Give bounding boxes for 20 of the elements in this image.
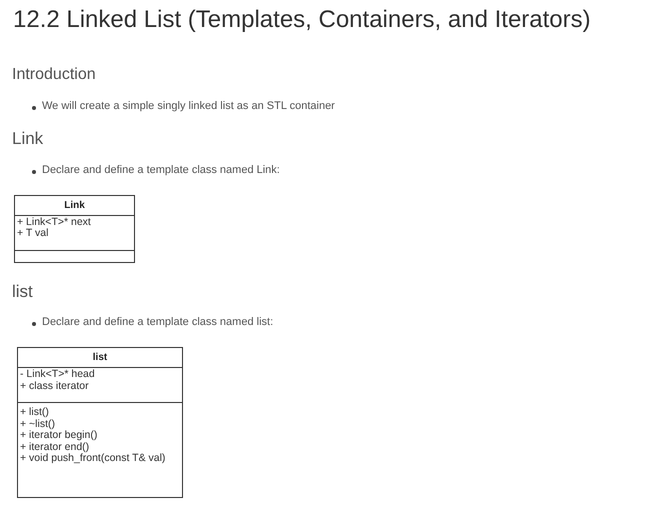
uml-class-box xyxy=(17,347,183,498)
class-member: + iterator begin() xyxy=(20,430,98,442)
class-member: - Link<T>* head xyxy=(20,369,95,380)
section-heading: Link xyxy=(12,129,44,149)
class-member: + class iterator xyxy=(20,380,89,392)
bullet-text: Declare and define a template class named Link: xyxy=(42,164,280,176)
class-member: + ~list() xyxy=(20,418,56,430)
bullet-text: We will create a simple singly linked list as an STL container xyxy=(42,100,335,112)
class-name: list xyxy=(92,352,108,363)
class-member: + list() xyxy=(20,407,49,418)
class-member: + void push_front(const T& val) xyxy=(20,453,166,464)
section-heading: Introduction xyxy=(12,66,96,84)
section-heading: list xyxy=(12,282,33,302)
class-member: + T val xyxy=(17,228,48,240)
bullet-text: Declare and define a template class named list: xyxy=(42,316,274,328)
uml-class-box xyxy=(14,195,135,263)
page-title: 12.2 Linked List (Templates, Containers, and Iterators) xyxy=(13,6,591,34)
class-member: + iterator end() xyxy=(20,442,90,452)
class-member: + Link<T>* next xyxy=(17,216,91,228)
class-name: Link xyxy=(64,200,85,211)
